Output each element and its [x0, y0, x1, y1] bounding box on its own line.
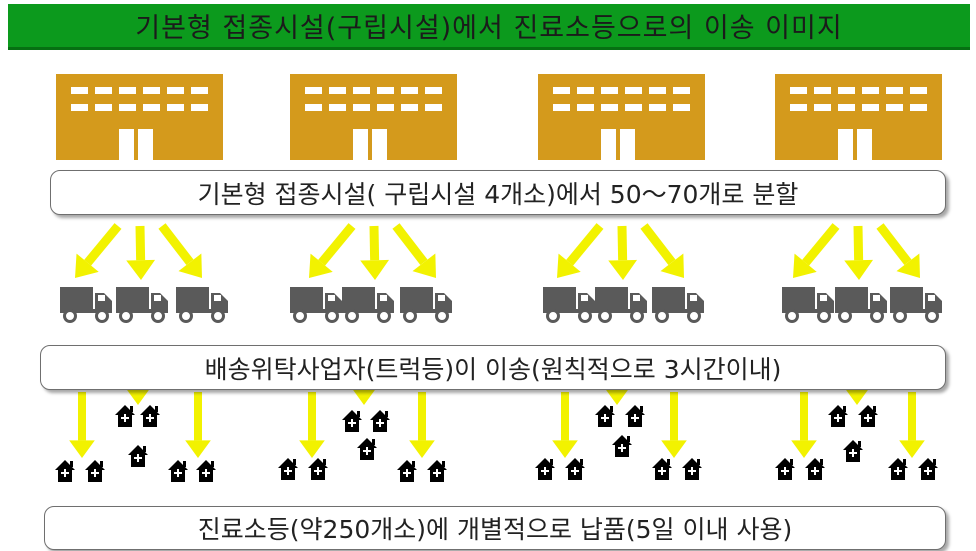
arrow-icon	[661, 392, 687, 458]
arrow-icon	[125, 387, 151, 405]
arrow-icon	[640, 223, 684, 278]
house-icon	[843, 440, 863, 462]
arrow-icon	[185, 392, 211, 458]
split-caption-box: 기본형 접종시설( 구립시설 4개소)에서 50～70개로 분할	[50, 170, 946, 215]
truck-icon	[543, 287, 595, 323]
house-icon	[595, 405, 615, 427]
arrow-icon	[844, 387, 870, 405]
house-icon	[625, 405, 645, 427]
truck-icon	[782, 287, 834, 323]
house-icon	[357, 438, 377, 460]
split-caption: 기본형 접종시설( 구립시설 4개소)에서 50～70개로 분할	[197, 179, 799, 209]
house-icon	[805, 458, 825, 480]
house-icon	[115, 405, 135, 427]
arrow-icon	[557, 223, 604, 278]
truck-icon	[652, 287, 704, 323]
house-icon	[85, 460, 105, 482]
arrow-icon	[392, 223, 436, 278]
arrow-icon	[876, 223, 920, 278]
arrow-icon	[351, 387, 377, 405]
arrow-icon	[793, 223, 840, 278]
house-icon	[535, 458, 555, 480]
arrow-icon	[69, 392, 95, 458]
house-icon	[888, 458, 908, 480]
transport-caption-box: 배송위탁사업자(트럭등)이 이송(원칙적으로 3시간이내)	[40, 345, 946, 390]
house-icon	[55, 460, 75, 482]
house-icon	[397, 460, 417, 482]
arrow-icon	[604, 387, 630, 405]
diagram-title: 기본형 접종시설(구립시설)에서 진료소등으로의 이송 이미지	[135, 13, 843, 44]
delivery-caption: 진료소등(약250개소)에 개별적으로 납품(5일 이내 사용)	[197, 515, 793, 544]
arrow-icon	[409, 392, 435, 458]
truck-icon	[116, 287, 168, 323]
arrow-icon	[360, 225, 390, 280]
arrow-icon	[75, 223, 122, 278]
arrow-icon	[608, 225, 638, 280]
transport-caption: 배송위탁사업자(트럭등)이 이송(원칙적으로 3시간이내)	[204, 354, 782, 384]
house-icon	[918, 458, 938, 480]
delivery-caption-box: 진료소등(약250개소)에 개별적으로 납품(5일 이내 사용)	[44, 506, 946, 550]
house-icon	[427, 460, 447, 482]
truck-icon	[595, 287, 647, 323]
house-icon	[128, 445, 148, 467]
house-icon	[370, 410, 390, 432]
arrow-icon	[309, 223, 356, 278]
building-icon	[538, 74, 705, 160]
house-icon	[858, 405, 878, 427]
truck-icon	[890, 287, 942, 323]
house-icon	[342, 410, 362, 432]
house-icon	[682, 458, 702, 480]
house-icon	[828, 405, 848, 427]
house-icon	[278, 458, 298, 480]
truck-icon	[176, 287, 228, 323]
arrow-icon	[158, 223, 202, 278]
truck-icon	[60, 287, 112, 323]
house-icon	[140, 405, 160, 427]
house-icon	[775, 458, 795, 480]
truck-icon	[290, 287, 342, 323]
arrow-icon	[299, 392, 325, 458]
building-icon	[775, 74, 942, 160]
arrow-icon	[899, 392, 925, 458]
house-icon	[652, 458, 672, 480]
arrow-icon	[791, 392, 817, 458]
truck-icon	[342, 287, 394, 323]
arrow-icon	[552, 392, 578, 458]
house-icon	[565, 458, 585, 480]
building-icon	[290, 74, 457, 160]
arrow-icon	[126, 225, 156, 280]
building-icon	[56, 74, 223, 160]
house-icon	[612, 435, 632, 457]
title-bar: 기본형 접종시설(구립시설)에서 진료소등으로의 이송 이미지	[8, 4, 970, 50]
arrow-icon	[844, 225, 874, 280]
truck-icon	[835, 287, 887, 323]
house-icon	[196, 460, 216, 482]
house-icon	[168, 460, 188, 482]
truck-icon	[400, 287, 452, 323]
house-icon	[308, 458, 328, 480]
